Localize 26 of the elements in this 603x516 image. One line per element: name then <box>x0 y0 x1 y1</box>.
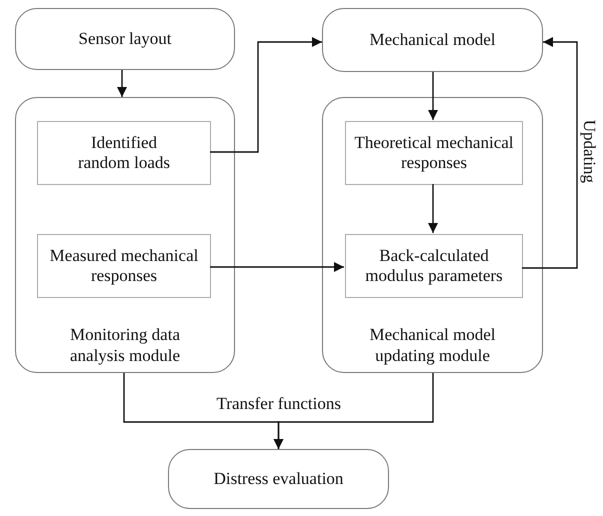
arrow <box>522 37 578 269</box>
node-text: Distress evaluation <box>212 468 344 490</box>
arrow <box>210 37 322 153</box>
arrow <box>428 72 438 120</box>
arrow <box>117 70 127 97</box>
arrow <box>428 184 438 233</box>
rounded-box <box>168 449 389 509</box>
process-box <box>37 234 211 298</box>
node-text: Back-calculated modulus parameters <box>364 246 504 286</box>
rounded-box <box>322 8 543 72</box>
rounded-box <box>15 8 235 70</box>
arrow <box>274 373 434 449</box>
node-text: Sensor layout <box>77 28 173 50</box>
node-text: Monitoring data analysis module <box>68 325 181 366</box>
process-box <box>345 234 523 298</box>
node-text: Mechanical model updating module <box>368 325 497 366</box>
node-text: Identified random loads <box>76 132 172 174</box>
module-container <box>322 97 543 373</box>
node-text: Mechanical model <box>368 30 497 50</box>
process-box <box>345 121 523 185</box>
edge-label: Updating <box>579 120 598 183</box>
node-text: Measured mechanical responses <box>48 246 200 286</box>
arrow <box>210 262 344 272</box>
module-container <box>15 97 235 373</box>
process-box <box>37 121 211 185</box>
node-text: Theoretical mechanical responses <box>353 132 515 174</box>
